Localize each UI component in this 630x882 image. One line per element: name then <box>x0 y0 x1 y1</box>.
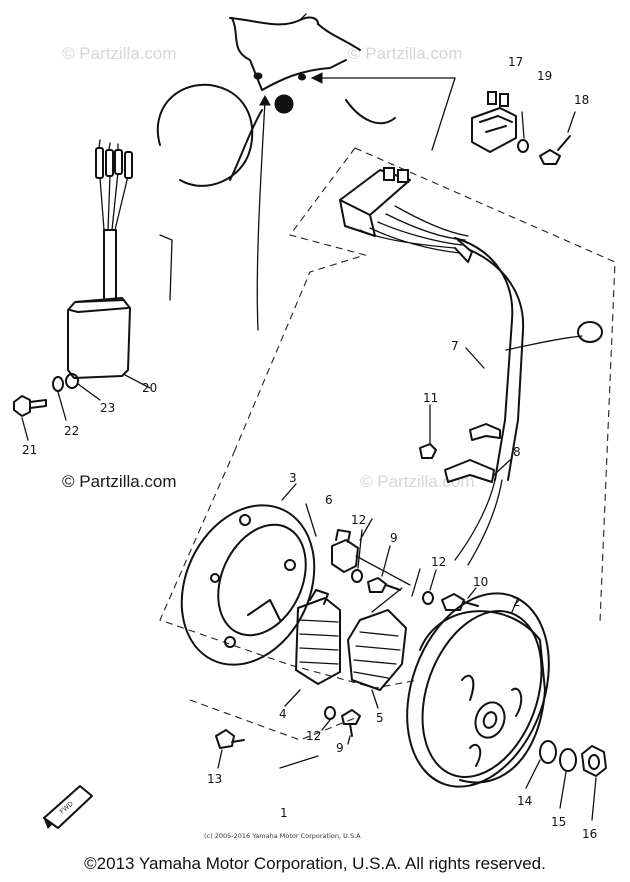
leader-bike-wire <box>256 99 266 331</box>
callout-19: 19 <box>537 69 552 83</box>
callout-23: 23 <box>100 401 115 415</box>
diagram-small-copyright: (c) 2005-2016 Yamaha Motor Corporation, … <box>204 832 361 840</box>
callout-2: 2 <box>513 595 521 609</box>
watermark-middle-left: © Partzilla.com <box>62 472 177 491</box>
part-8-clamp <box>444 459 495 483</box>
part-7-wire-harness <box>339 167 603 566</box>
part-19-washer <box>517 139 529 153</box>
callout-10: 10 <box>473 575 488 589</box>
part-4-charge-coil <box>295 589 341 685</box>
callout-6: 6 <box>325 493 333 507</box>
assembly-dashed-outline <box>234 147 616 623</box>
callout-18: 18 <box>574 93 589 107</box>
part-14-washer <box>539 740 557 764</box>
part-17-relay <box>471 91 517 153</box>
watermark-middle-right: © Partzilla.com <box>360 472 475 491</box>
motorcycle-outline-icon <box>156 13 396 187</box>
part-12-washer-right <box>422 591 434 605</box>
callout-17: 17 <box>508 55 523 69</box>
part-20-cdi-unit <box>67 139 133 379</box>
part-13-screw <box>215 729 245 749</box>
part-3-stator-plate <box>180 504 316 666</box>
callout-5: 5 <box>376 711 384 725</box>
callout-12-upper: 12 <box>351 513 366 527</box>
part-6-lighting-coil <box>331 529 411 586</box>
watermark-top-right: © Partzilla.com <box>348 44 463 63</box>
part-18-screw <box>539 135 571 165</box>
callout-11: 11 <box>423 391 438 405</box>
callout-9-lower: 9 <box>336 741 344 755</box>
part-15-lock-washer <box>559 748 577 772</box>
callout-8: 8 <box>513 445 521 459</box>
callout-labels: 1 2 3 4 5 6 7 8 9 9 10 11 12 12 12 13 14… <box>22 55 597 841</box>
callout-14: 14 <box>517 794 532 808</box>
part-23-washer <box>65 373 79 389</box>
part-2-flywheel-rotor <box>406 592 550 788</box>
fwd-direction-icon: FWD <box>42 785 93 829</box>
part-12-washer-lower <box>324 706 336 720</box>
bracket-20 <box>159 234 173 301</box>
part-21-bolt <box>13 395 47 417</box>
callout-12-right: 12 <box>431 555 446 569</box>
part-8-grommet <box>469 423 501 441</box>
callout-1: 1 <box>280 806 288 820</box>
callout-7: 7 <box>451 339 459 353</box>
callout-20: 20 <box>142 381 157 395</box>
footer-copyright: ©2013 Yamaha Motor Corporation, U.S.A. A… <box>84 854 546 873</box>
callout-12-lower: 12 <box>306 729 321 743</box>
callout-3: 3 <box>289 471 297 485</box>
part-5-pulser-coil <box>347 587 407 691</box>
callout-22: 22 <box>64 424 79 438</box>
part-22-washer <box>52 376 64 392</box>
callout-13: 13 <box>207 772 222 786</box>
callout-4: 4 <box>279 707 287 721</box>
watermark-top-left: © Partzilla.com <box>62 44 177 63</box>
callout-15: 15 <box>551 815 566 829</box>
callout-21: 21 <box>22 443 37 457</box>
part-11-screw <box>419 443 437 459</box>
callout-16: 16 <box>582 827 597 841</box>
callout-9-upper: 9 <box>390 531 398 545</box>
part-16-nut <box>581 745 607 777</box>
part-9-screw-upper <box>367 577 401 593</box>
part-12-washer-upper <box>351 569 363 583</box>
part-9-screw-lower <box>341 709 361 737</box>
